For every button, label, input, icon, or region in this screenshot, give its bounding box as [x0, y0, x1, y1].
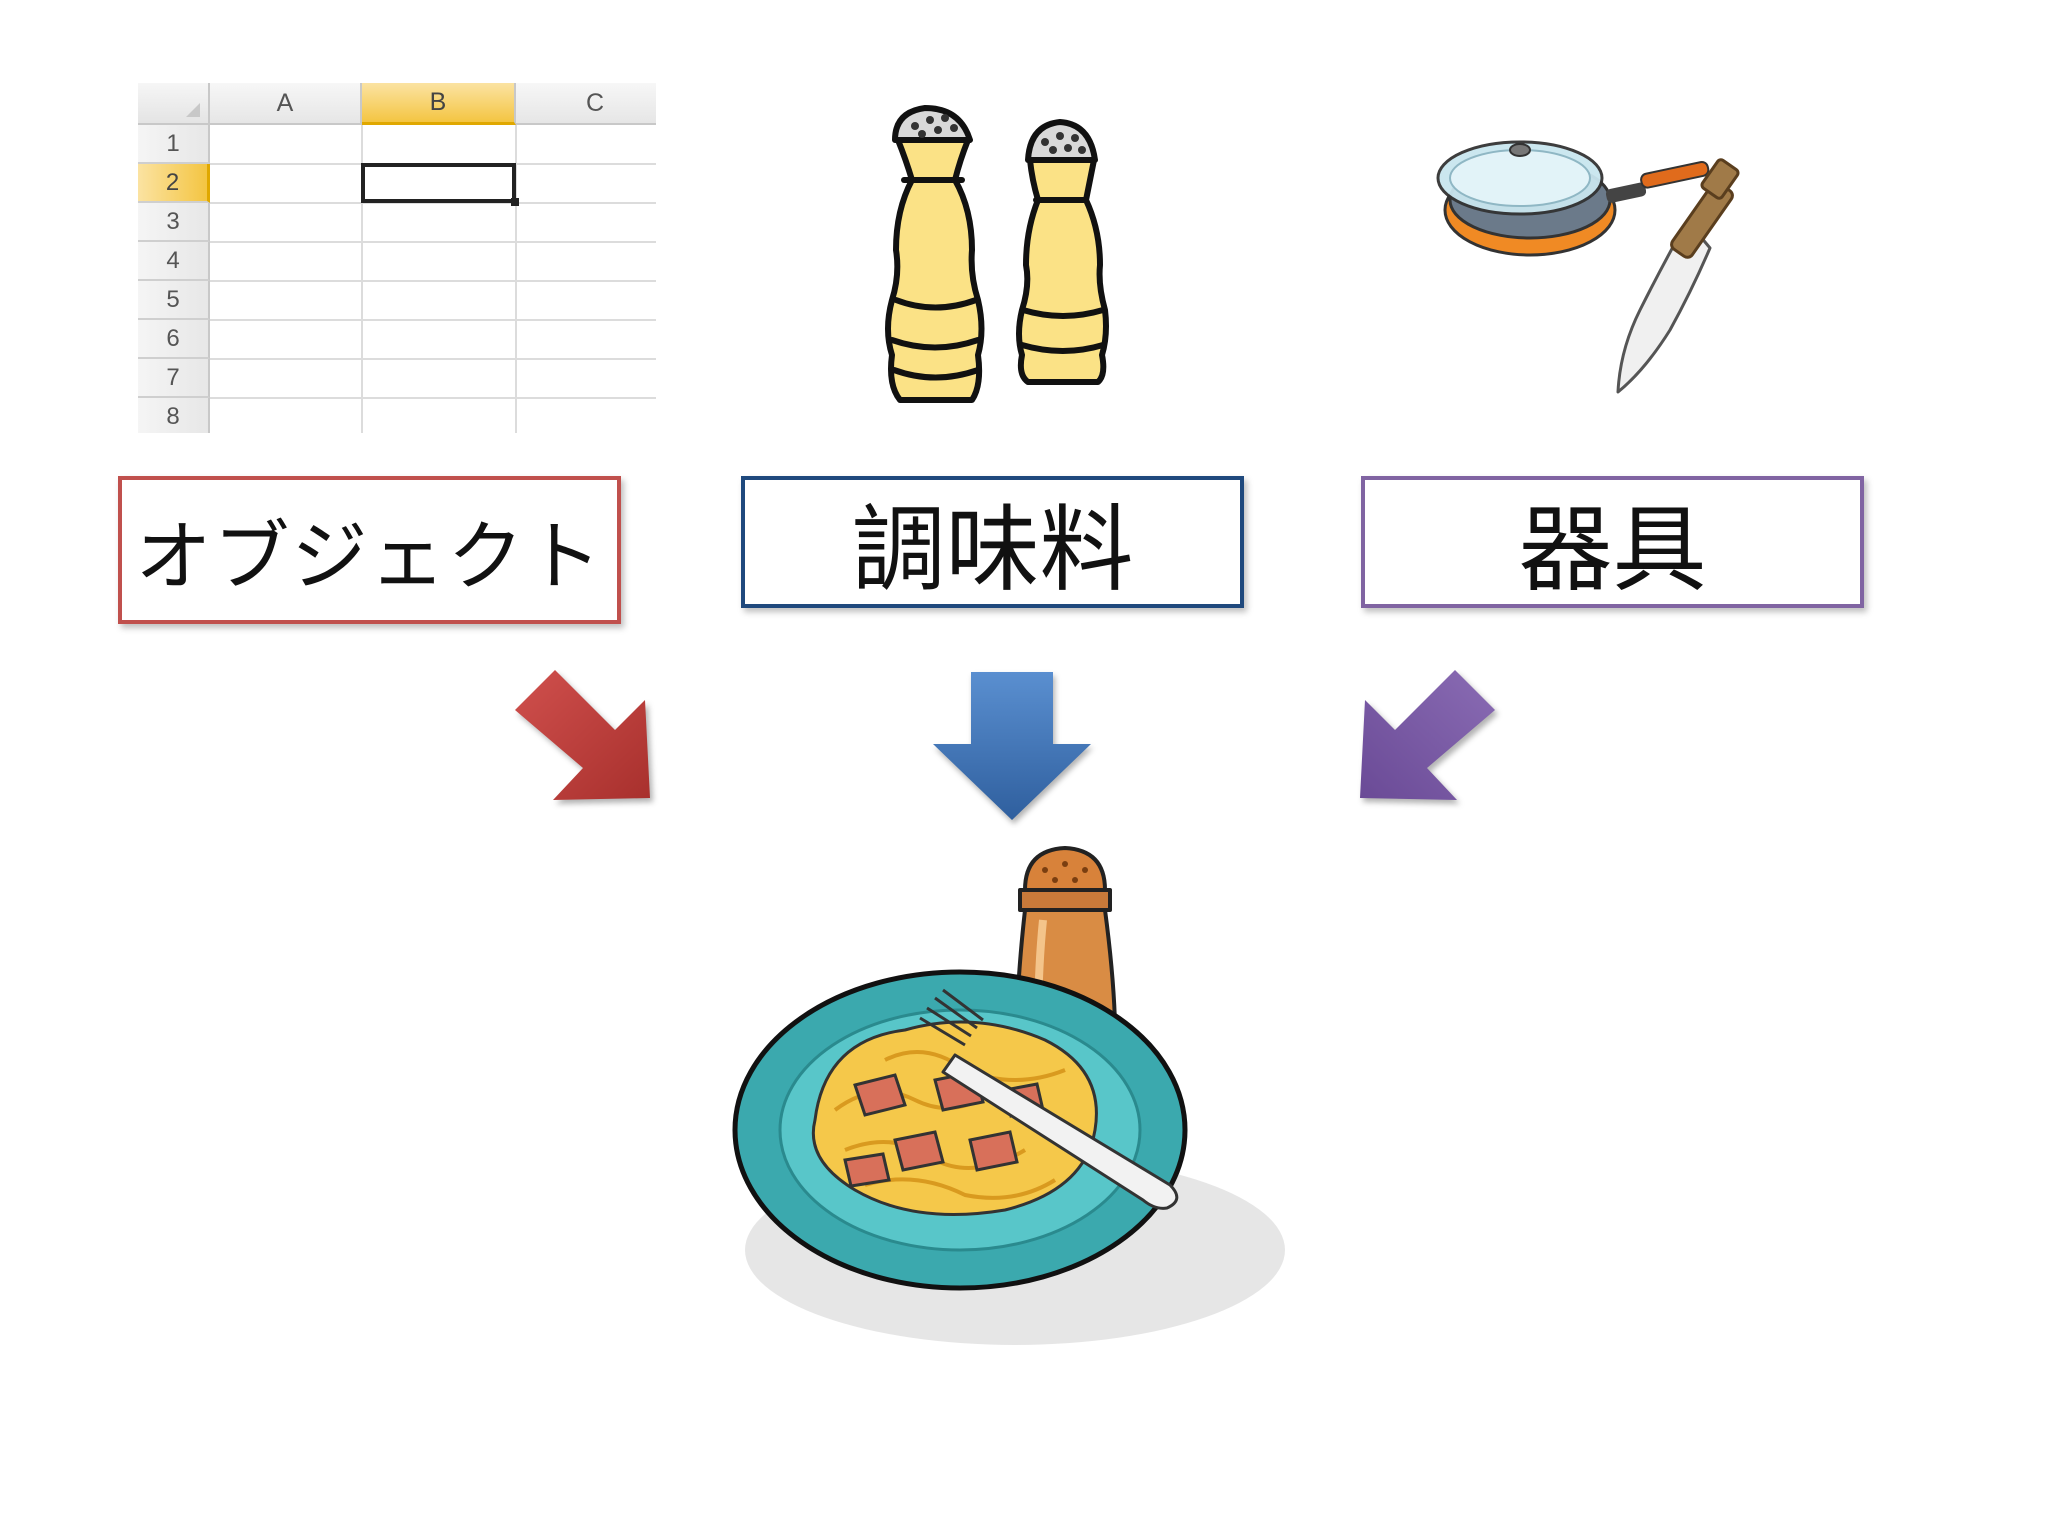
- label-seasoning-text: 調味料: [851, 496, 1134, 605]
- row-header-7: 7: [138, 359, 210, 398]
- row-header-2: 2: [138, 164, 210, 203]
- label-object-text: オブジェクト: [135, 512, 604, 601]
- fill-handle: [511, 198, 519, 206]
- grid-line: [515, 125, 517, 433]
- grid-line: [210, 280, 656, 282]
- frying-pan-and-knife-icon: [1436, 140, 1740, 394]
- grid-line: [210, 202, 656, 204]
- purple-diagonal-arrow: [1360, 670, 1495, 800]
- select-all-corner: [138, 83, 210, 125]
- row-header-5: 5: [138, 281, 210, 320]
- row-header-4: 4: [138, 242, 210, 281]
- red-diagonal-arrow: [515, 670, 650, 800]
- grid-line: [210, 241, 656, 243]
- blue-down-arrow: [933, 672, 1091, 820]
- row-header-6: 6: [138, 320, 210, 359]
- row-header-1: 1: [138, 125, 210, 164]
- grid-line: [210, 358, 656, 360]
- label-seasoning: 調味料: [741, 476, 1244, 608]
- column-header-b: B: [362, 83, 516, 125]
- label-object: オブジェクト: [118, 476, 621, 624]
- row-header-3: 3: [138, 203, 210, 242]
- spreadsheet-icon: A B C 1 2 3 4 5 6 7 8: [138, 83, 656, 433]
- row-header-8: 8: [138, 398, 210, 433]
- label-tools-text: 器具: [1518, 496, 1707, 605]
- pasta-plate-icon: [732, 846, 1285, 1345]
- grid-line: [210, 397, 656, 399]
- column-header-a: A: [210, 83, 362, 125]
- active-cell-b2: [361, 163, 516, 203]
- grid-line: [210, 319, 656, 321]
- salt-pepper-shakers-icon: [885, 105, 1109, 403]
- label-tools: 器具: [1361, 476, 1864, 608]
- grid-line: [361, 125, 363, 433]
- column-header-c: C: [516, 83, 656, 125]
